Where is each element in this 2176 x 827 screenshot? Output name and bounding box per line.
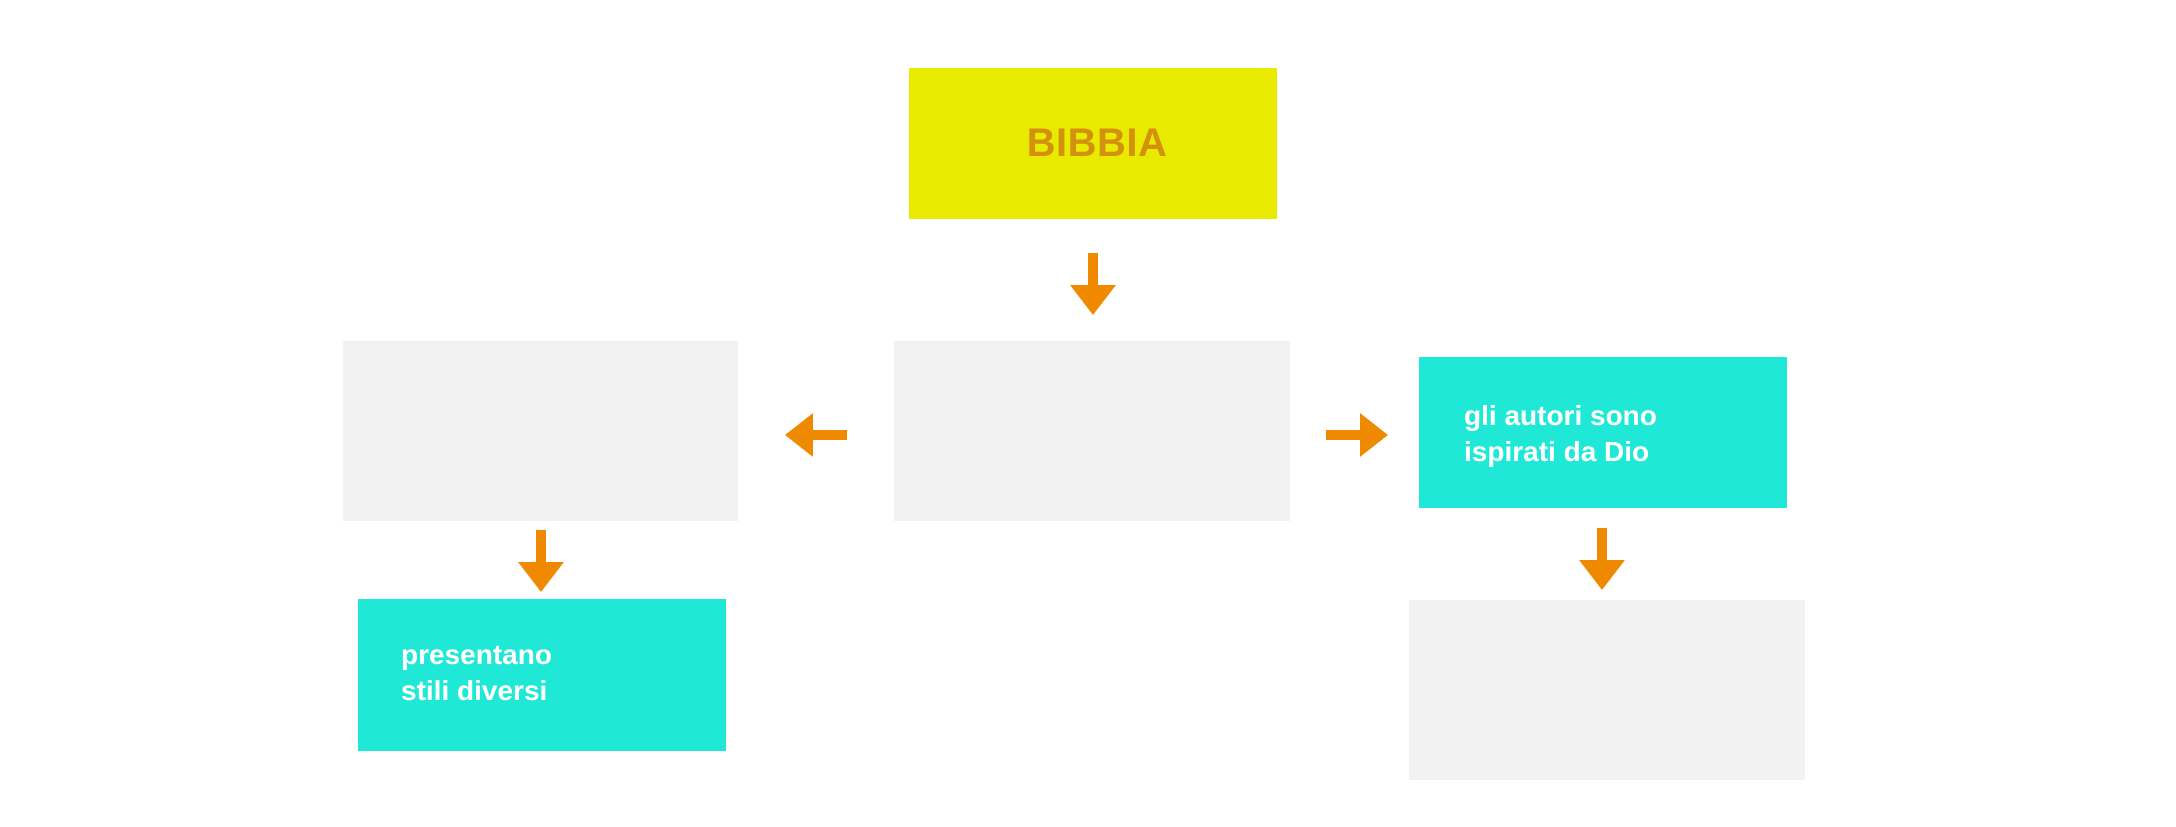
- bottom-left-node: presentano stili diversi: [358, 599, 726, 751]
- root-node-label: BIBBIA: [1026, 121, 1168, 165]
- arrow-down-right-icon: [1579, 528, 1625, 590]
- left-node: [343, 341, 738, 521]
- bottom-left-node-label: presentano stili diversi: [401, 639, 552, 706]
- bottom-right-node: [1409, 600, 1805, 780]
- arrow-down-root-icon: [1070, 253, 1116, 315]
- arrow-right-icon: [1326, 413, 1388, 457]
- right-node-label: gli autori sono ispirati da Dio: [1464, 400, 1657, 467]
- arrow-left-icon: [785, 413, 847, 457]
- arrow-down-left-icon: [518, 530, 564, 592]
- root-node-bibbia: BIBBIA: [909, 68, 1277, 219]
- right-node: gli autori sono ispirati da Dio: [1419, 357, 1787, 508]
- center-node: [894, 341, 1290, 521]
